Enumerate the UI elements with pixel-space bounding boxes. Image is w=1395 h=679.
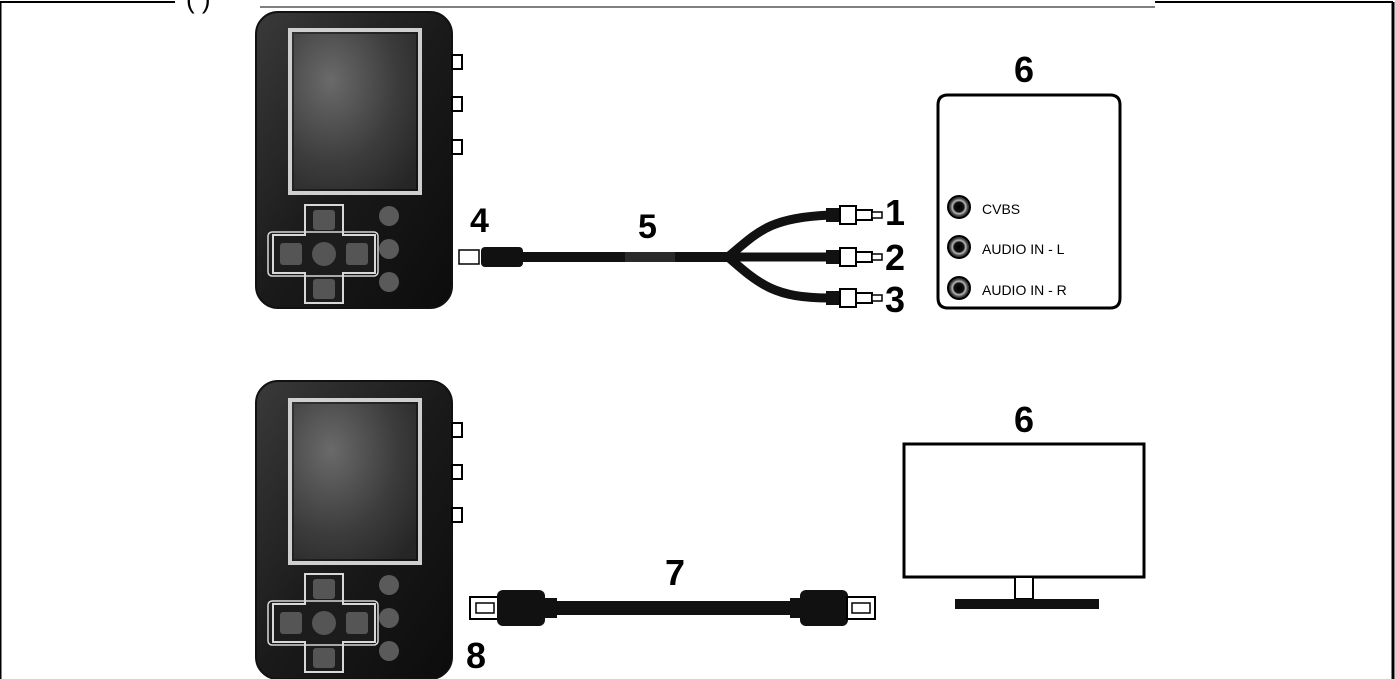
side-port bbox=[451, 422, 463, 438]
dpad-right bbox=[346, 243, 368, 265]
mode-button bbox=[379, 608, 399, 628]
handheld-device-top bbox=[255, 11, 463, 309]
rca-plug-3 bbox=[826, 288, 883, 308]
callout-6-bottom: 6 bbox=[1014, 399, 1034, 440]
av-cable bbox=[458, 205, 883, 308]
device-screen bbox=[294, 404, 416, 559]
side-port bbox=[451, 139, 463, 155]
menu-button bbox=[379, 206, 399, 226]
audio-l-jack bbox=[947, 235, 971, 259]
dpad-up bbox=[313, 210, 335, 230]
port-label-audio-l: AUDIO IN - L bbox=[982, 241, 1065, 257]
av-receiver-box: CVBS AUDIO IN - L AUDIO IN - R bbox=[936, 93, 1122, 310]
tv-neck bbox=[1014, 576, 1034, 600]
tv-stand bbox=[955, 599, 1099, 609]
tv-screen bbox=[902, 442, 1146, 579]
dpad-left bbox=[280, 243, 302, 265]
device-screen-bezel bbox=[288, 398, 422, 565]
tv-display bbox=[902, 442, 1146, 609]
hdmi-plug-left-body bbox=[497, 590, 545, 626]
dpad-up bbox=[313, 579, 335, 599]
device-screen bbox=[294, 34, 416, 189]
dpad-center bbox=[312, 611, 336, 635]
audio-r-jack bbox=[947, 276, 971, 300]
dpad-down bbox=[313, 648, 335, 668]
hdmi-cable bbox=[469, 590, 876, 626]
av-plug-tip bbox=[458, 249, 480, 265]
av-plug-body bbox=[481, 247, 523, 267]
callout-2: 2 bbox=[885, 237, 905, 278]
hdmi-cord bbox=[555, 601, 800, 615]
dpad-center bbox=[312, 242, 336, 266]
port-label-audio-r: AUDIO IN - R bbox=[982, 282, 1067, 298]
callout-6-top: 6 bbox=[1014, 49, 1034, 90]
ok-button bbox=[379, 272, 399, 292]
side-port bbox=[451, 96, 463, 112]
callout-3: 3 bbox=[885, 279, 905, 320]
callout-4: 4 bbox=[470, 202, 489, 240]
device-screen-bezel bbox=[288, 28, 422, 195]
side-port bbox=[451, 464, 463, 480]
hdmi-plug-right-body bbox=[800, 590, 848, 626]
port-label-cvbs: CVBS bbox=[982, 201, 1020, 217]
callout-1: 1 bbox=[885, 192, 905, 233]
callout-7: 7 bbox=[665, 552, 685, 593]
handheld-device-bottom bbox=[255, 380, 463, 679]
callout-8: 8 bbox=[466, 635, 486, 676]
ok-button bbox=[379, 641, 399, 661]
mode-button bbox=[379, 239, 399, 259]
rca-plug-1 bbox=[826, 205, 883, 225]
dpad-right bbox=[346, 612, 368, 634]
side-port bbox=[451, 54, 463, 70]
dpad-left bbox=[280, 612, 302, 634]
side-port bbox=[451, 507, 463, 523]
callout-5: 5 bbox=[638, 208, 657, 246]
menu-button bbox=[379, 575, 399, 595]
dpad-down bbox=[313, 279, 335, 299]
hdmi-plug-right-tip bbox=[846, 596, 876, 620]
rca-plug-2 bbox=[826, 247, 883, 267]
cvbs-jack bbox=[947, 195, 971, 219]
header-fragment: ( ) bbox=[186, 0, 211, 14]
